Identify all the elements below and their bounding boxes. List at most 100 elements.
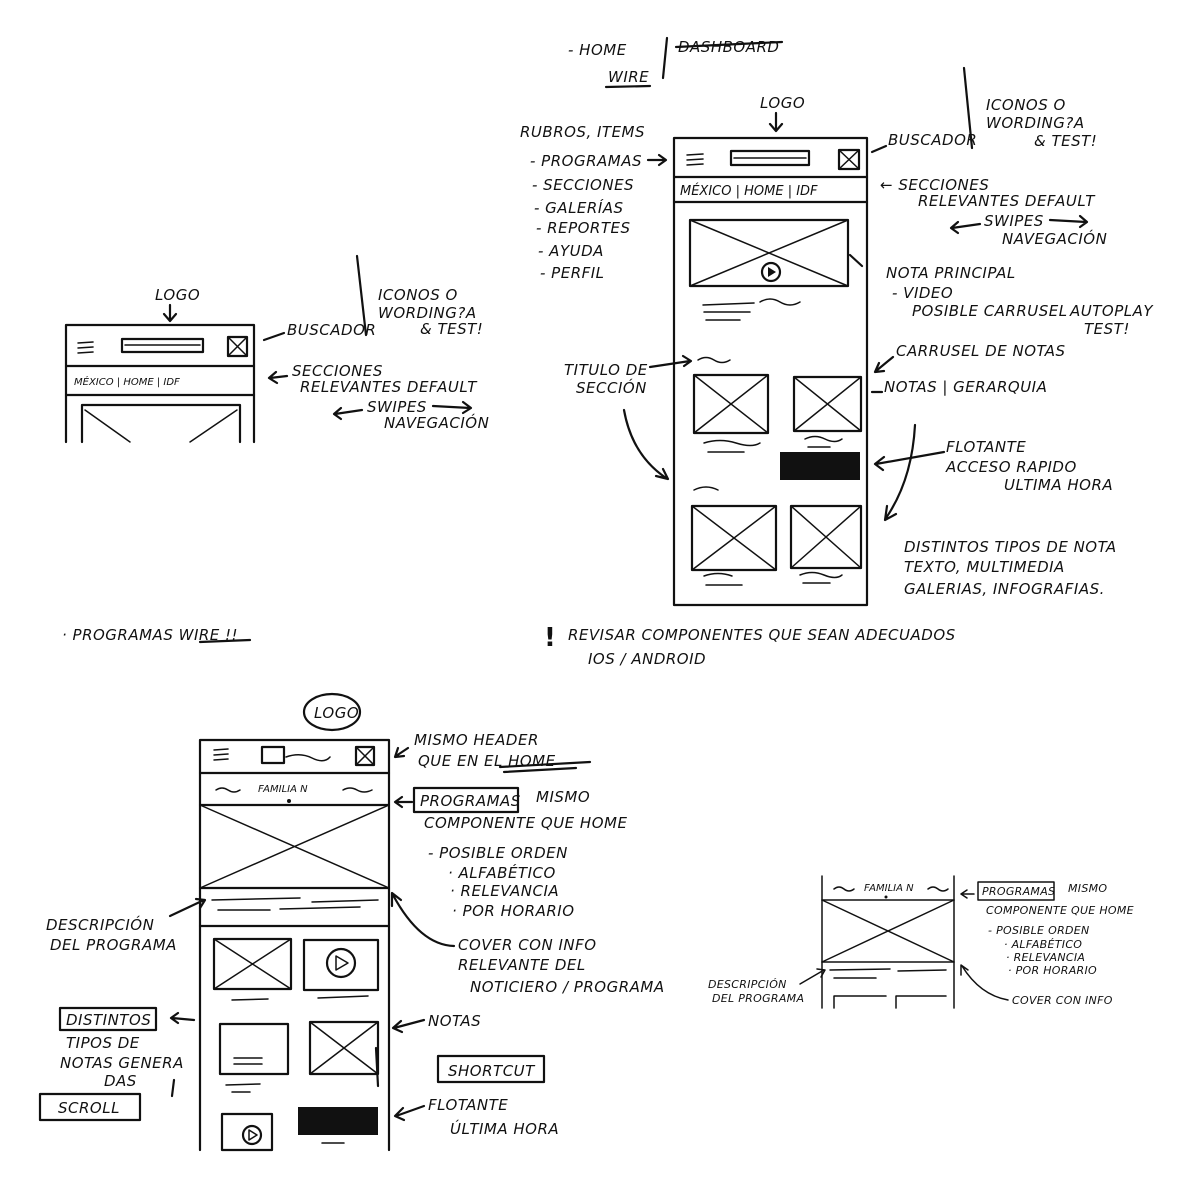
arrow-left-icon [332,406,364,421]
hamburger-icon [686,153,704,166]
section-title-squiggle [693,486,719,491]
programas-note: · PROGRAMAS WIRE !! [62,626,238,644]
pointer-line [848,253,864,268]
logo-bubble [302,692,362,732]
shortcut-label: SHORTCUT [448,1062,536,1080]
flotante-1: FLOTANTE [946,438,1026,456]
hero-image-cross [689,219,849,287]
logo-label: LOGO [314,704,359,722]
card-tops [833,995,947,1009]
card-image-cross [793,376,862,432]
curved-arrow-icon [622,408,670,481]
revisar-1: REVISAR COMPONENTES QUE SEAN ADECUADOS [568,626,956,644]
swipes-2: NAVEGACIÓN [1002,229,1107,248]
home-label: - HOME [568,41,627,59]
cover-label: COVER CON INFO [1012,994,1113,1007]
orden-label: - POSIBLE ORDEN [988,924,1090,937]
distintos-label: DISTINTOS [66,1011,151,1029]
tabs-label: MÉXICO | HOME | IDF [680,183,818,199]
exclamation-icon: ! [544,623,556,653]
orden-item: · ALFABÉTICO [448,863,556,882]
main-wireframe: LOGO RUBROS, ITEMS - PROGRAMAS - SECCION… [520,66,1154,668]
tipos-1: TIPOS DE [66,1034,140,1052]
pointer-line [262,331,286,342]
pointer-line [870,144,888,154]
divider-line [962,66,974,150]
header-lines [64,364,256,397]
arrow-left-icon [393,795,414,809]
descripcion-2: DEL PROGRAMA [712,992,804,1005]
logo-placeholder [120,337,205,354]
play-icon [325,947,357,979]
logo-squiggle [285,754,331,762]
flotante-3: ULTIMA HORA [1004,476,1113,494]
text-lines [703,572,743,586]
icons-note-3: & TEST! [420,320,483,338]
autoplay-label: AUTOPLAY [1069,302,1154,320]
play-icon-triangle [248,1129,258,1141]
nota-principal: NOTA PRINCIPAL [886,264,1016,282]
description-lines [211,897,379,911]
search-icon [226,335,249,358]
search-icon-cross [355,746,375,766]
section-lines [821,899,955,963]
secciones-2: RELEVANTES DEFAULT [918,192,1096,210]
section-lines [198,771,391,928]
carrusel-notas: CARRUSEL DE NOTAS [896,342,1066,360]
arrow-left-icon [393,1104,426,1122]
cover-image-cross [199,804,390,889]
description-lines [829,968,947,979]
play-icon [760,261,782,283]
card-image-cross [693,374,769,434]
pointer-line [374,1046,380,1088]
programas-box [977,881,1055,901]
ultima-hora-label: ÚLTIMA HORA [450,1119,559,1138]
small-wireframe: LOGO MÉXICO | HOME | IDF BUSCADOR ICONOS… [64,254,489,444]
menu-item: - REPORTES [536,219,631,237]
phone-frame [198,738,391,1152]
programas-box-label: PROGRAMAS [420,792,521,810]
logo-placeholder [260,745,286,765]
text-lines [804,435,843,448]
arrow-down-icon [162,303,178,323]
icons-note-2: WORDING?A [378,304,477,322]
search-icon-cross [838,149,860,170]
text-lines [231,995,369,1001]
swipes-1: SWIPES [367,398,427,416]
card-image [308,1020,380,1076]
card-image-cross [691,505,777,571]
arrow-right-icon [799,968,826,985]
header-note-1: MISMO HEADER [414,731,539,749]
tab-squiggle [342,787,373,793]
tabs-label: FAMILIA N [258,784,308,795]
underline [198,638,252,644]
shortcut-box [436,1054,546,1084]
arrow-right-icon [168,897,207,918]
card-image-cross [213,938,292,990]
card-image [690,504,778,572]
card-image [212,937,293,991]
descripcion-1: DESCRIPCIÓN [708,978,787,991]
arrow-right-icon [431,400,473,415]
curved-arrow-icon [960,964,1009,1001]
hamburger-icon [213,748,229,761]
arrow-right-icon [1048,214,1089,229]
card-image [302,938,380,992]
floating-shortcut [298,1107,378,1135]
text-squiggle [759,298,801,306]
descripcion-2: DEL PROGRAMA [50,936,177,954]
underline [498,760,592,774]
revisar-2: IOS / ANDROID [588,650,706,668]
logo-label: LOGO [155,286,200,304]
tabs-label: MÉXICO | HOME | IDF [74,375,180,388]
tipos-2: NOTAS GENERA [60,1054,184,1072]
scroll-label: SCROLL [58,1099,120,1117]
wire-label: WIRE [608,68,649,86]
text-card-lines [233,1057,263,1065]
header-lines [672,175,869,204]
tipos-1: DISTINTOS TIPOS DE NOTA [904,538,1117,556]
orden-item: · RELEVANCIA [1006,951,1085,964]
cover-1: COVER CON INFO [458,936,597,954]
swipes-1: SWIPES [984,212,1044,230]
arrow-left-icon [169,1011,196,1025]
